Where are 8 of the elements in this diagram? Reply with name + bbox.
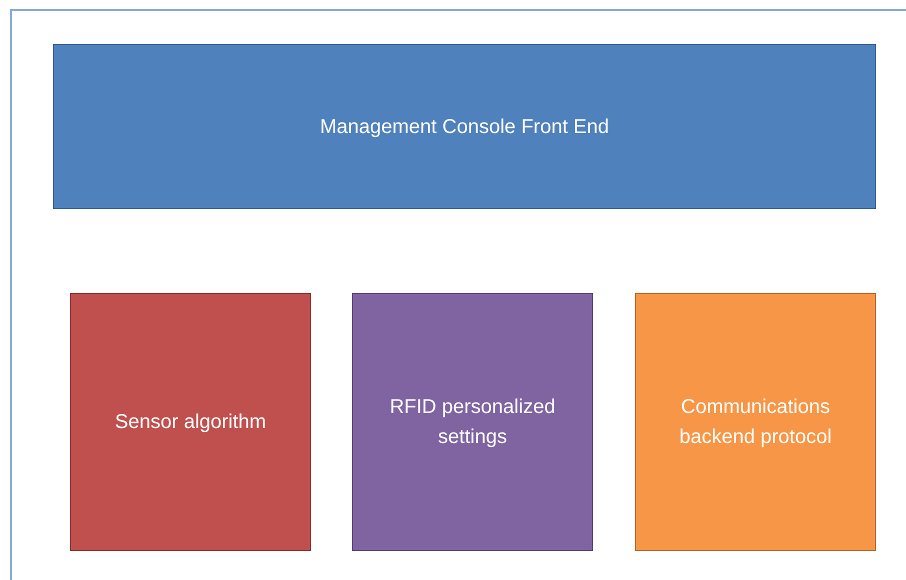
process-box <box>352 293 593 551</box>
process-box <box>53 44 876 209</box>
box-label: Management Console Front End <box>320 114 610 140</box>
box-label: Sensor algorithm <box>114 410 266 435</box>
box-label: Communications backend protocol <box>678 395 833 450</box>
process-box <box>70 293 311 551</box>
box-label: RFID personalized settings <box>388 395 556 450</box>
process-box <box>635 293 876 551</box>
